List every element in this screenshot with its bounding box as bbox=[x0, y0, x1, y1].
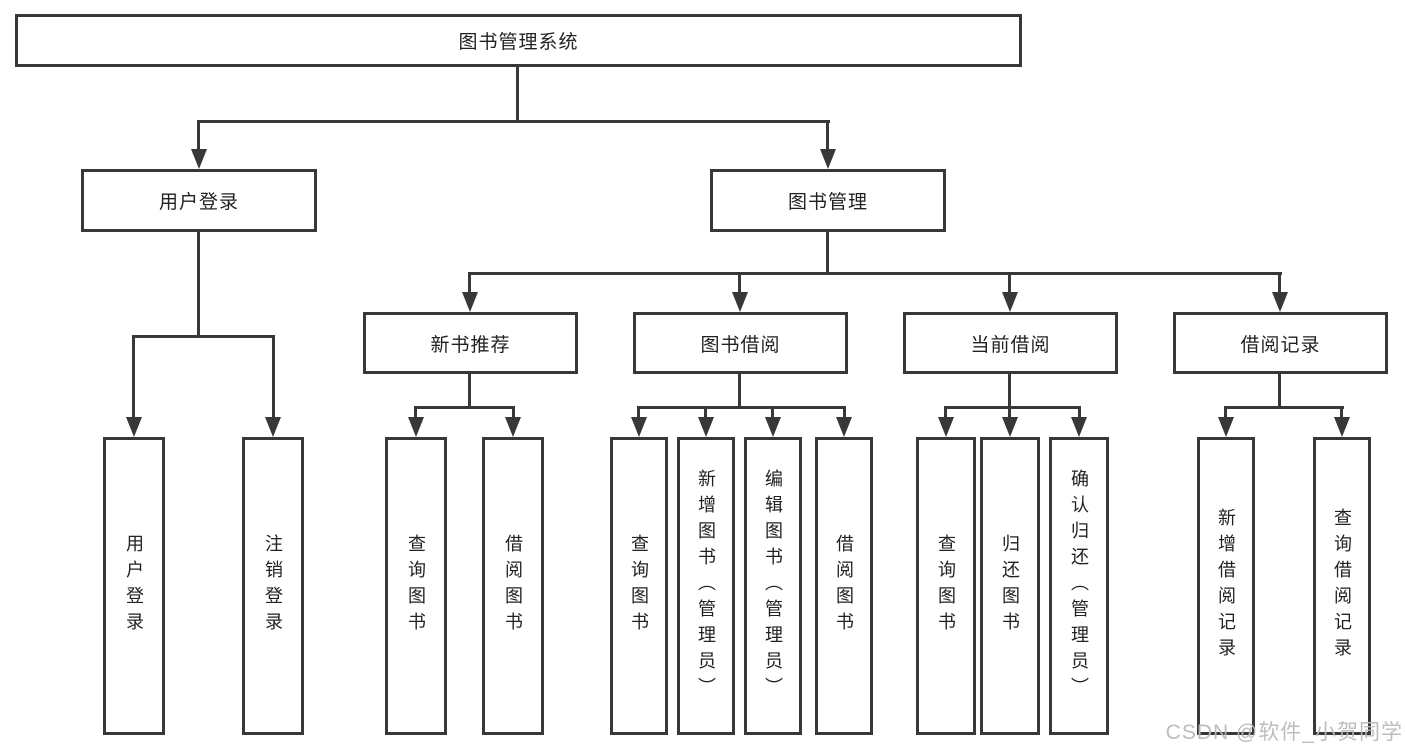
arrowhead-icon bbox=[408, 417, 424, 437]
connector-line bbox=[826, 120, 829, 150]
connector-line bbox=[132, 335, 275, 338]
leaf-return-book-label: 归还图书 bbox=[1000, 534, 1020, 638]
arrowhead-icon bbox=[698, 417, 714, 437]
connector-line bbox=[843, 406, 846, 417]
leaf-add-borrow-record: 新增借阅记录 bbox=[1197, 437, 1255, 735]
leaf-query-book-3-label: 查询图书 bbox=[936, 534, 956, 638]
leaf-edit-book-admin: 编辑图书（管理员） bbox=[744, 437, 802, 735]
connector-line bbox=[637, 406, 846, 409]
connector-line bbox=[1278, 272, 1281, 292]
leaf-query-book-3: 查询图书 bbox=[916, 437, 976, 735]
connector-line bbox=[132, 335, 135, 417]
connector-line bbox=[1008, 406, 1011, 417]
node-root: 图书管理系统 bbox=[15, 14, 1022, 67]
arrowhead-icon bbox=[191, 149, 207, 169]
arrowhead-icon bbox=[1002, 292, 1018, 312]
connector-line bbox=[738, 374, 741, 406]
arrowhead-icon bbox=[1071, 417, 1087, 437]
node-book-management: 图书管理 bbox=[710, 169, 946, 232]
connector-line bbox=[468, 374, 471, 406]
connector-line bbox=[414, 406, 417, 417]
arrowhead-icon bbox=[938, 417, 954, 437]
leaf-user-login: 用户登录 bbox=[103, 437, 165, 735]
connector-line bbox=[1008, 272, 1011, 292]
arrowhead-icon bbox=[836, 417, 852, 437]
leaf-borrow-book-2-label: 借阅图书 bbox=[834, 534, 854, 638]
node-current-borrow-label: 当前借阅 bbox=[970, 334, 1051, 356]
connector-line bbox=[826, 230, 829, 272]
connector-line bbox=[944, 406, 947, 417]
leaf-add-book-admin-label: 新增图书（管理员） bbox=[696, 469, 716, 703]
connector-line bbox=[468, 272, 471, 292]
node-book-borrow: 图书借阅 bbox=[633, 312, 848, 374]
node-book-borrow-label: 图书借阅 bbox=[700, 334, 781, 356]
leaf-add-borrow-record-label: 新增借阅记录 bbox=[1216, 508, 1236, 664]
leaf-return-book: 归还图书 bbox=[980, 437, 1040, 735]
node-current-borrow: 当前借阅 bbox=[903, 312, 1118, 374]
leaf-query-book-2: 查询图书 bbox=[610, 437, 668, 735]
arrowhead-icon bbox=[1334, 417, 1350, 437]
leaf-confirm-return-admin: 确认归还（管理员） bbox=[1049, 437, 1109, 735]
leaf-edit-book-admin-label: 编辑图书（管理员） bbox=[763, 469, 783, 703]
connector-line bbox=[197, 120, 830, 123]
node-user-login-label: 用户登录 bbox=[158, 192, 239, 213]
leaf-borrow-book-1: 借阅图书 bbox=[482, 437, 544, 735]
leaf-add-book-admin: 新增图书（管理员） bbox=[677, 437, 735, 735]
connector-line bbox=[414, 406, 515, 409]
node-new-book-recommend: 新书推荐 bbox=[363, 312, 578, 374]
connector-line bbox=[197, 120, 200, 150]
connector-line bbox=[738, 272, 741, 292]
leaf-query-borrow-record: 查询借阅记录 bbox=[1313, 437, 1371, 735]
leaf-query-borrow-record-label: 查询借阅记录 bbox=[1332, 508, 1352, 664]
node-book-management-label: 图书管理 bbox=[787, 192, 868, 213]
leaf-borrow-book-1-label: 借阅图书 bbox=[503, 534, 523, 638]
leaf-query-book-1: 查询图书 bbox=[385, 437, 447, 735]
connector-line bbox=[1224, 406, 1344, 409]
connector-line bbox=[771, 406, 774, 417]
arrowhead-icon bbox=[462, 292, 478, 312]
connector-line bbox=[944, 406, 1081, 409]
arrowhead-icon bbox=[732, 292, 748, 312]
arrowhead-icon bbox=[1218, 417, 1234, 437]
leaf-logout-label: 注销登录 bbox=[263, 534, 283, 638]
node-new-book-recommend-label: 新书推荐 bbox=[430, 334, 511, 356]
node-user-login: 用户登录 bbox=[81, 169, 317, 232]
leaf-confirm-return-admin-label: 确认归还（管理员） bbox=[1069, 469, 1089, 703]
arrowhead-icon bbox=[265, 417, 281, 437]
arrowhead-icon bbox=[765, 417, 781, 437]
arrowhead-icon bbox=[1002, 417, 1018, 437]
leaf-query-book-1-label: 查询图书 bbox=[406, 534, 426, 638]
leaf-query-book-2-label: 查询图书 bbox=[629, 534, 649, 638]
connector-line bbox=[516, 65, 519, 120]
connector-line bbox=[272, 335, 275, 417]
connector-line bbox=[637, 406, 640, 417]
node-borrow-record: 借阅记录 bbox=[1173, 312, 1388, 374]
node-root-label: 图书管理系统 bbox=[458, 32, 579, 53]
connector-line bbox=[1008, 374, 1011, 406]
arrowhead-icon bbox=[505, 417, 521, 437]
arrowhead-icon bbox=[126, 417, 142, 437]
connector-line bbox=[1224, 406, 1227, 417]
leaf-logout: 注销登录 bbox=[242, 437, 304, 735]
arrowhead-icon bbox=[1272, 292, 1288, 312]
connector-line bbox=[1278, 374, 1281, 406]
connector-line bbox=[468, 272, 1282, 275]
connector-line bbox=[197, 230, 200, 335]
leaf-user-login-label: 用户登录 bbox=[124, 534, 144, 638]
arrowhead-icon bbox=[631, 417, 647, 437]
leaf-borrow-book-2: 借阅图书 bbox=[815, 437, 873, 735]
connector-line bbox=[1340, 406, 1343, 417]
connector-line bbox=[1078, 406, 1081, 417]
node-borrow-record-label: 借阅记录 bbox=[1240, 334, 1321, 356]
connector-line bbox=[512, 406, 515, 417]
arrowhead-icon bbox=[820, 149, 836, 169]
csdn-watermark: CSDN @软件_小贺同学 bbox=[1165, 721, 1403, 744]
connector-line bbox=[704, 406, 707, 417]
